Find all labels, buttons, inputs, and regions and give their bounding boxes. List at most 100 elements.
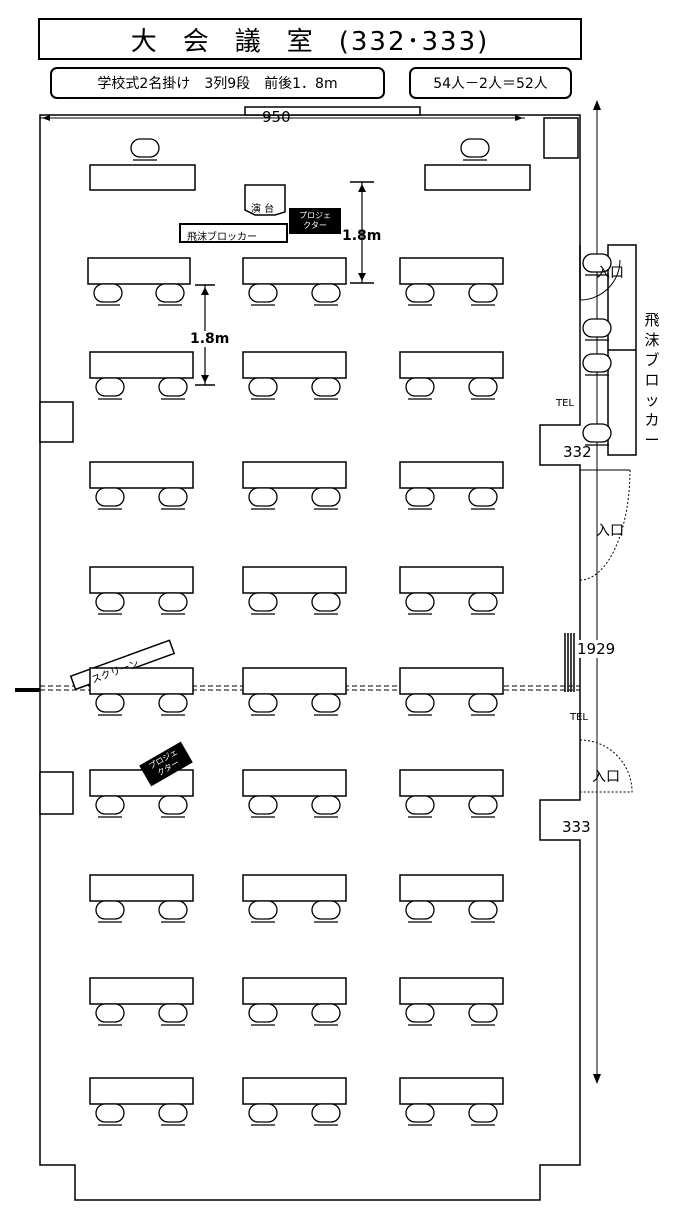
chair xyxy=(158,592,188,615)
room-333-label: 333 xyxy=(562,818,591,836)
chair xyxy=(405,592,435,615)
desk xyxy=(89,351,194,379)
chair xyxy=(158,900,188,923)
chair xyxy=(158,377,188,400)
chair xyxy=(311,795,341,818)
room-332-label: 332 xyxy=(563,443,592,461)
title-rooms: (332･333) xyxy=(338,26,490,57)
chair xyxy=(95,1103,125,1126)
lecturer-desk-right xyxy=(424,164,531,191)
tel-label-1: TEL xyxy=(556,398,574,409)
chair xyxy=(158,1103,188,1126)
chair xyxy=(95,900,125,923)
width-dimension-label: 950 xyxy=(262,108,291,126)
chair xyxy=(158,795,188,818)
chair xyxy=(468,1103,498,1126)
chair xyxy=(582,318,612,341)
chair xyxy=(405,795,435,818)
chair xyxy=(95,592,125,615)
chair xyxy=(158,693,188,716)
desk xyxy=(399,461,504,489)
chair xyxy=(468,693,498,716)
desk xyxy=(242,566,347,594)
chair xyxy=(582,253,612,276)
desk xyxy=(242,461,347,489)
chair xyxy=(95,693,125,716)
splash-blocker-vertical-label: 飛沫ブロッカー xyxy=(644,311,660,449)
chair xyxy=(248,1003,278,1026)
title-text: 大会議室 xyxy=(130,26,339,57)
pillar-left-upper xyxy=(39,401,74,443)
desk xyxy=(399,769,504,797)
row-spacing-label: 1.8m xyxy=(190,331,230,347)
desk xyxy=(399,351,504,379)
chair xyxy=(248,592,278,615)
chair xyxy=(311,693,341,716)
chair xyxy=(405,1003,435,1026)
desk xyxy=(399,874,504,902)
chair xyxy=(405,693,435,716)
desk xyxy=(399,257,504,285)
desk xyxy=(87,257,191,285)
chair xyxy=(311,377,341,400)
chair xyxy=(468,900,498,923)
chair xyxy=(311,1103,341,1126)
chair xyxy=(405,283,435,306)
desk xyxy=(242,977,347,1005)
chair xyxy=(248,693,278,716)
chair xyxy=(248,1103,278,1126)
door-swing-333 xyxy=(579,739,633,793)
chair xyxy=(95,487,125,510)
desk xyxy=(89,667,194,695)
chair xyxy=(311,592,341,615)
chair xyxy=(248,795,278,818)
desk xyxy=(89,769,194,797)
layout-info-box: 学校式2名掛け 3列9段 前後1．8m xyxy=(50,67,385,99)
entrance-label-2: 入口 xyxy=(596,523,624,539)
chair xyxy=(248,377,278,400)
front-spacing-label: 1.8m xyxy=(342,228,382,244)
chair xyxy=(311,900,341,923)
desk xyxy=(89,1077,194,1105)
chair xyxy=(311,1003,341,1026)
desk xyxy=(89,566,194,594)
chair xyxy=(158,1003,188,1026)
podium xyxy=(244,184,286,216)
desk xyxy=(242,257,347,285)
room-wall xyxy=(39,114,581,1201)
chair xyxy=(95,795,125,818)
door-swing-332-upper xyxy=(579,259,621,301)
chair xyxy=(582,423,612,446)
depth-dimension-label: 1929 xyxy=(577,640,616,658)
chair xyxy=(248,283,278,306)
desk xyxy=(399,566,504,594)
chair xyxy=(468,487,498,510)
splash-blocker-label: 飛沫ブロッカー xyxy=(187,232,257,243)
podium-label: 演 台 xyxy=(251,204,275,215)
capacity-info-box: 54人－2人＝52人 xyxy=(409,67,572,99)
desk xyxy=(242,351,347,379)
chair xyxy=(468,592,498,615)
chair xyxy=(468,1003,498,1026)
desk xyxy=(399,1077,504,1105)
page-title: 大会議室 (332･333) xyxy=(38,18,582,60)
projector-front: プロジェ クター xyxy=(289,208,341,234)
desk xyxy=(242,874,347,902)
chair xyxy=(405,1103,435,1126)
desk xyxy=(242,769,347,797)
capacity-info-text: 54人－2人＝52人 xyxy=(433,76,548,92)
chair xyxy=(460,138,490,161)
desk xyxy=(89,977,194,1005)
chair xyxy=(93,283,123,306)
chair xyxy=(158,487,188,510)
desk xyxy=(89,874,194,902)
desk xyxy=(89,461,194,489)
chair xyxy=(582,353,612,376)
desk xyxy=(242,1077,347,1105)
desk xyxy=(242,667,347,695)
lecturer-desk-left xyxy=(89,164,196,191)
layout-info-text: 学校式2名掛け 3列9段 前後1．8m xyxy=(97,76,338,92)
splash-blocker xyxy=(179,223,288,243)
chair xyxy=(405,900,435,923)
desk xyxy=(399,977,504,1005)
